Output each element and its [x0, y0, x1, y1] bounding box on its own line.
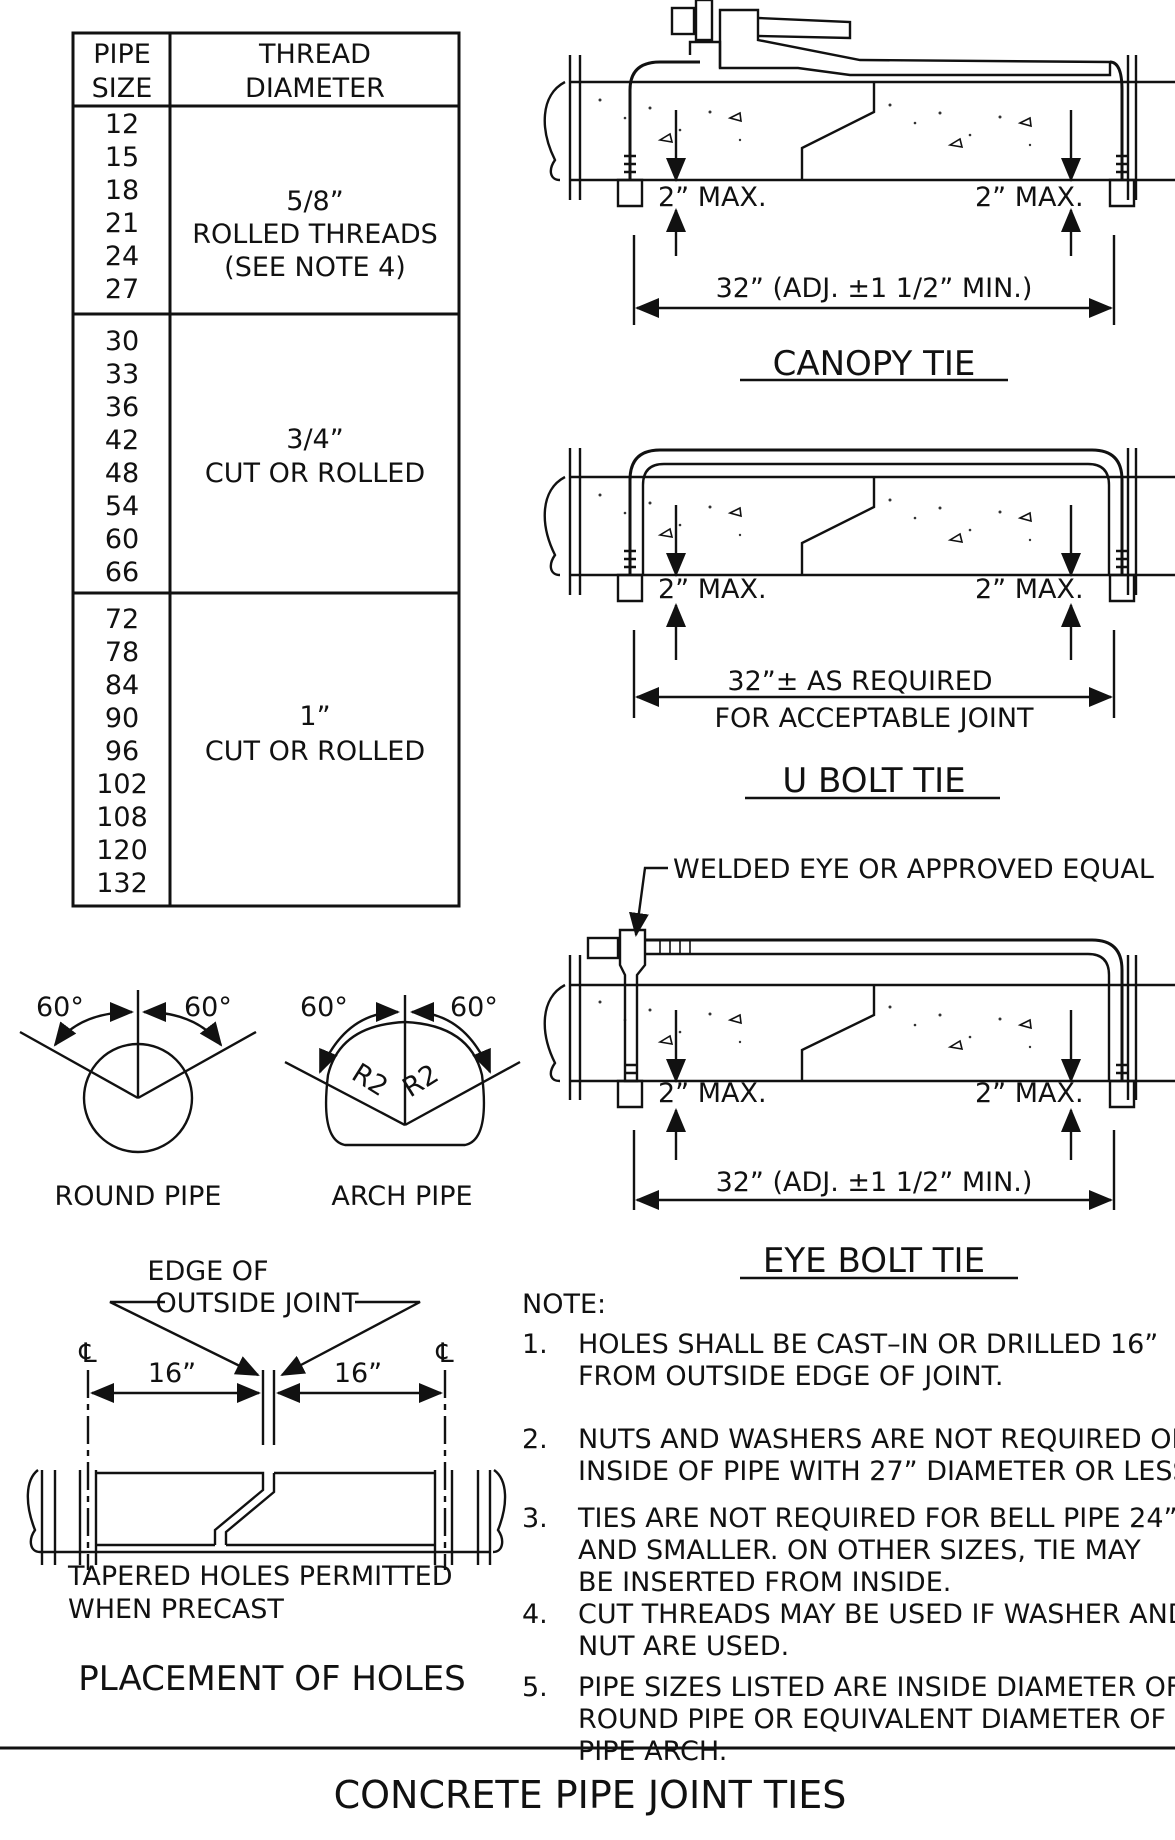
arch-pipe-label: ARCH PIPE [331, 1181, 472, 1212]
note-line: BE INSERTED FROM INSIDE. [578, 1567, 951, 1598]
canopy-tie: 2” MAX. 2” MAX. 32” (ADJ. ±1 1/2” MIN.) … [543, 0, 1175, 384]
pipe-size-value: 12 [105, 109, 139, 140]
header-size: SIZE [92, 73, 153, 104]
dim-16-right: 16” [334, 1358, 382, 1389]
note-line: NUTS AND WASHERS ARE NOT REQUIRED ON [578, 1424, 1175, 1455]
pipe-size-value: 90 [105, 703, 139, 734]
pipe-size-value: 36 [105, 392, 139, 423]
header-pipe: PIPE [93, 39, 151, 70]
placement-of-holes: EDGE OF OUTSIDE JOINT ℄ ℄ 16” 16” TAPERE… [26, 1256, 507, 1699]
canopy-dim: 32” (ADJ. ±1 1/2” MIN.) [716, 273, 1033, 304]
cut-or-rolled-1: CUT OR ROLLED [205, 458, 425, 489]
pipe-size-value: 120 [96, 835, 148, 866]
header-thread: THREAD [258, 39, 371, 70]
diameter-5-8: 5/8” [286, 186, 343, 217]
pipe-size-value: 33 [105, 359, 139, 390]
note-line: CUT THREADS MAY BE USED IF WASHER AND [578, 1599, 1175, 1630]
sheet-title: CONCRETE PIPE JOINT TIES [334, 1773, 847, 1817]
max-left-canopy: 2” MAX. [658, 182, 767, 213]
note-number: 5. [522, 1672, 548, 1703]
note-line: NUT ARE USED. [578, 1631, 789, 1662]
pipe-size-value: 96 [105, 736, 139, 767]
cl-left: ℄ [78, 1338, 97, 1369]
eye-bolt-tie: WELDED EYE OR APPROVED EQUAL 2” MAX. 2” … [543, 854, 1175, 1281]
round-pipe-label: ROUND PIPE [55, 1181, 222, 1212]
max-left-ubolt: 2” MAX. [658, 574, 767, 605]
note-number: 3. [522, 1503, 548, 1534]
see-note-4: (SEE NOTE 4) [224, 252, 406, 283]
notes-heading: NOTE: [522, 1289, 606, 1320]
tapered-holes: TAPERED HOLES PERMITTED [67, 1561, 453, 1592]
pipe-size-column: 1215182124273033364248546066727884909610… [96, 109, 148, 899]
pipe-size-value: 66 [105, 557, 139, 588]
pipe-size-value: 132 [96, 868, 148, 899]
header-diameter: DIAMETER [245, 73, 385, 104]
pipe-size-value: 27 [105, 274, 139, 305]
max-right-canopy: 2” MAX. [975, 182, 1084, 213]
note-line: PIPE SIZES LISTED ARE INSIDE DIAMETER OF [578, 1672, 1175, 1703]
pipe-size-value: 60 [105, 524, 139, 555]
diameter-3-4: 3/4” [286, 424, 343, 455]
u-bolt-tie: 2” MAX. 2” MAX. 32”± AS REQUIRED FOR ACC… [543, 448, 1175, 801]
pipe-size-value: 54 [105, 491, 139, 522]
u-bolt-tie-title: U BOLT TIE [782, 761, 965, 801]
note-number: 4. [522, 1599, 548, 1630]
round-pipe-diagram: 60° 60° ROUND PIPE [19, 990, 257, 1212]
arch-pipe-diagram: 60° 60° R2 R2 ARCH PIPE [284, 992, 521, 1212]
radius-left: R2 [346, 1058, 393, 1103]
arch-angle-left: 60° [300, 992, 348, 1023]
note-line: AND SMALLER. ON OTHER SIZES, TIE MAY [578, 1535, 1141, 1566]
note-line: FROM OUTSIDE EDGE OF JOINT. [578, 1361, 1004, 1392]
rolled-threads: ROLLED THREADS [192, 219, 438, 250]
note-number: 1. [522, 1329, 548, 1360]
pipe-size-value: 108 [96, 802, 148, 833]
max-right-ubolt: 2” MAX. [975, 574, 1084, 605]
diameter-1: 1” [299, 701, 330, 732]
pipe-size-value: 48 [105, 458, 139, 489]
pipe-size-value: 21 [105, 208, 139, 239]
round-angle-left: 60° [36, 992, 84, 1023]
ubolt-dim-1: 32”± AS REQUIRED [727, 666, 992, 697]
welded-eye-callout: WELDED EYE OR APPROVED EQUAL [673, 854, 1154, 885]
pipe-size-value: 84 [105, 670, 139, 701]
pipe-size-value: 78 [105, 637, 139, 668]
cut-or-rolled-2: CUT OR ROLLED [205, 736, 425, 767]
round-angle-right: 60° [184, 992, 232, 1023]
dim-16-left: 16” [148, 1358, 196, 1389]
pipe-size-value: 30 [105, 326, 139, 357]
note-line: TIES ARE NOT REQUIRED FOR BELL PIPE 24” [577, 1503, 1175, 1534]
edge-of-label: EDGE OF [147, 1256, 268, 1287]
max-right-eyebolt: 2” MAX. [975, 1078, 1084, 1109]
note-number: 2. [522, 1424, 548, 1455]
pipe-size-value: 42 [105, 425, 139, 456]
pipe-size-value: 15 [105, 142, 139, 173]
ubolt-dim-2: FOR ACCEPTABLE JOINT [714, 703, 1034, 734]
cl-right: ℄ [435, 1338, 454, 1369]
pipe-size-value: 18 [105, 175, 139, 206]
note-line: HOLES SHALL BE CAST–IN OR DRILLED 16” [578, 1329, 1158, 1360]
when-precast: WHEN PRECAST [68, 1594, 284, 1625]
pipe-size-value: 72 [105, 604, 139, 635]
placement-title: PLACEMENT OF HOLES [78, 1659, 465, 1699]
eye-bolt-tie-title: EYE BOLT TIE [763, 1241, 985, 1281]
outside-joint-label: OUTSIDE JOINT [156, 1288, 359, 1319]
canopy-tie-title: CANOPY TIE [773, 344, 976, 384]
max-left-eyebolt: 2” MAX. [658, 1078, 767, 1109]
note-line: PIPE ARCH. [578, 1736, 727, 1767]
pipe-size-value: 24 [105, 241, 139, 272]
note-line: ROUND PIPE OR EQUIVALENT DIAMETER OF [578, 1704, 1166, 1735]
note-line: INSIDE OF PIPE WITH 27” DIAMETER OR LESS [578, 1456, 1175, 1487]
arch-angle-right: 60° [450, 992, 498, 1023]
notes-block: NOTE: 1. HOLES SHALL BE CAST–IN OR DRILLE… [522, 1289, 1175, 1767]
pipe-size-value: 102 [96, 769, 148, 800]
eyebolt-dim: 32” (ADJ. ±1 1/2” MIN.) [716, 1167, 1033, 1198]
